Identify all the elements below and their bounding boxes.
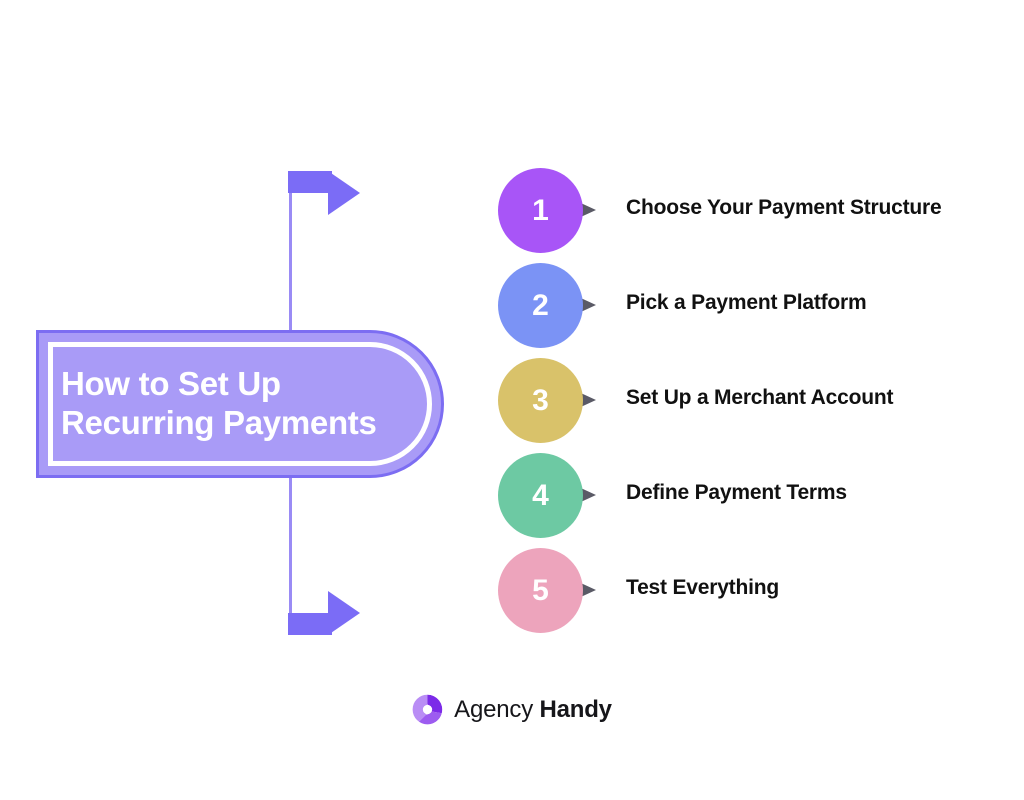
step-row: 2 Pick a Payment Platform — [498, 263, 1018, 358]
top-arrow-icon — [288, 171, 360, 215]
brand-logo: Agency Handy — [0, 694, 1024, 725]
brand-name-bold: Handy — [539, 695, 612, 723]
top-arrow-shaft — [288, 171, 332, 193]
step-number-circle: 2 — [498, 263, 583, 348]
top-arrow-head — [328, 171, 360, 215]
step-label: Choose Your Payment Structure — [626, 196, 942, 219]
step-row: 5 Test Everything — [498, 548, 1018, 643]
step-row: 3 Set Up a Merchant Account — [498, 358, 1018, 453]
page-title: How to Set Up Recurring Payments — [61, 365, 377, 441]
step-number-circle: 3 — [498, 358, 583, 443]
brand-name-light: Agency — [454, 695, 534, 723]
step-badge: 5 — [498, 548, 608, 633]
step-number-circle: 4 — [498, 453, 583, 538]
step-badge: 3 — [498, 358, 608, 443]
step-label: Set Up a Merchant Account — [626, 386, 894, 409]
bottom-arrow-head — [328, 591, 360, 635]
step-number-circle: 5 — [498, 548, 583, 633]
title-pill: How to Set Up Recurring Payments — [36, 330, 444, 478]
step-badge: 1 — [498, 168, 608, 253]
steps-list: 1 Choose Your Payment Structure 2 Pick a Pa… — [498, 168, 1018, 643]
step-label: Define Payment Terms — [626, 481, 847, 504]
brand-logo-text: Agency Handy — [454, 696, 612, 724]
step-label: Pick a Payment Platform — [626, 291, 867, 314]
agency-handy-swirl-logo-icon — [412, 694, 443, 725]
step-row: 1 Choose Your Payment Structure — [498, 168, 1018, 263]
step-number-circle: 1 — [498, 168, 583, 253]
step-label: Test Everything — [626, 576, 779, 599]
step-badge: 2 — [498, 263, 608, 348]
step-row: 4 Define Payment Terms — [498, 453, 1018, 548]
bottom-arrow-shaft — [288, 613, 332, 635]
step-badge: 4 — [498, 453, 608, 538]
bottom-arrow-icon — [288, 591, 360, 635]
